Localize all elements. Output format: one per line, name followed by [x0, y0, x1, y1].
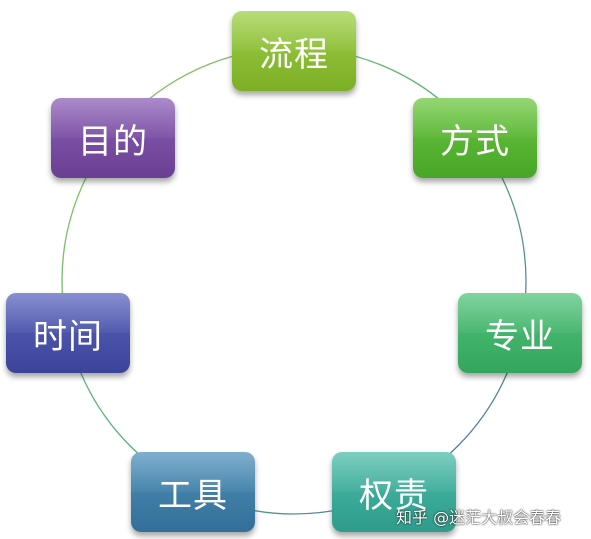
- node-rights: 权责: [332, 452, 456, 532]
- node-purpose: 目的: [51, 98, 175, 178]
- node-time: 时间: [6, 293, 130, 373]
- node-method: 方式: [413, 98, 537, 178]
- node-expert-label: 专业: [485, 316, 555, 357]
- node-process: 流程: [232, 11, 356, 91]
- node-tools: 工具: [131, 452, 255, 532]
- node-process-label: 流程: [259, 34, 329, 75]
- node-rights-label: 权责: [359, 475, 429, 516]
- node-time-label: 时间: [33, 316, 103, 357]
- node-expert: 专业: [458, 293, 582, 373]
- node-tools-label: 工具: [158, 475, 228, 516]
- node-method-label: 方式: [440, 121, 510, 162]
- node-purpose-label: 目的: [78, 121, 148, 162]
- watermark-text: 知乎 @迷茫大叔会春春: [396, 508, 562, 527]
